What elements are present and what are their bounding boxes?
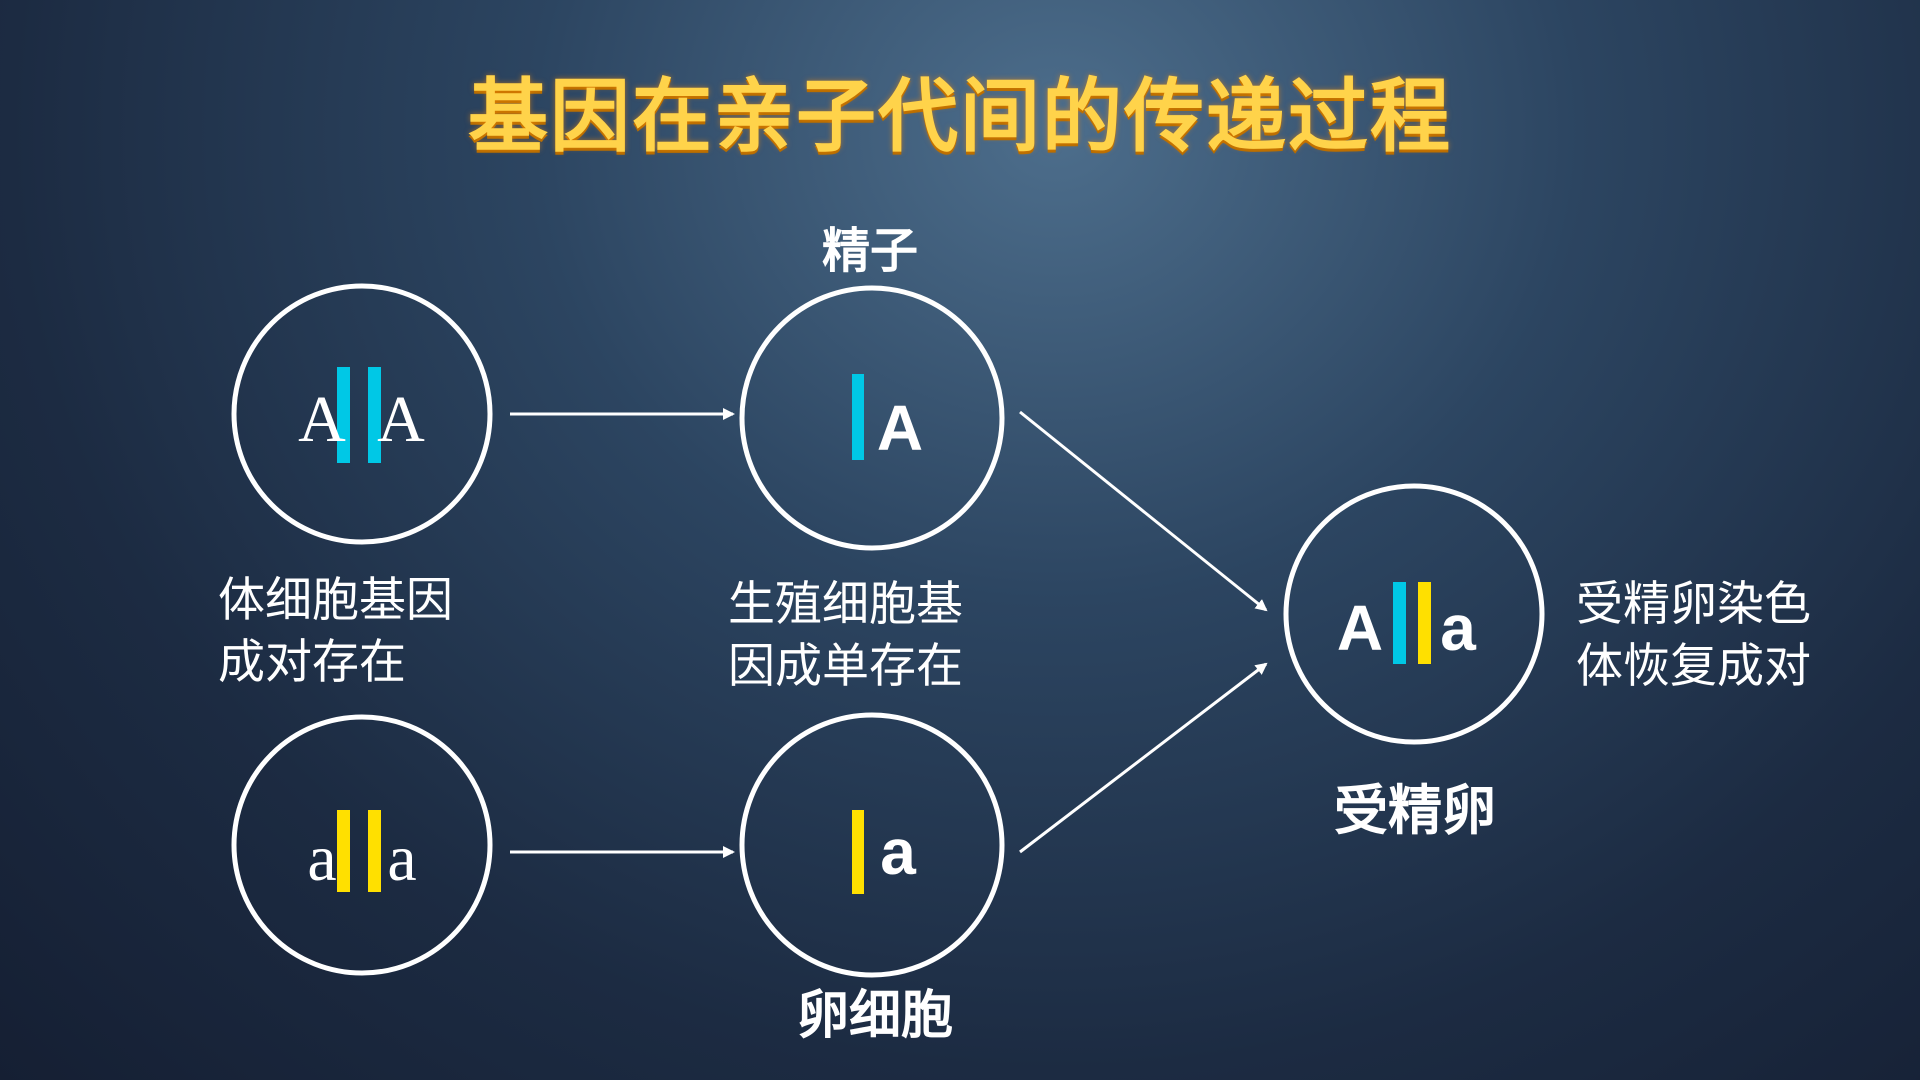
zygote-label: 受精卵: [1300, 780, 1530, 842]
zygote-description: 受精卵染色 体恢复成对: [1576, 574, 1811, 698]
zygote-description-line: 体恢复成对: [1576, 639, 1811, 694]
somatic-description-line: 体细胞基因: [218, 573, 453, 628]
chromosome-bar-yellow: [852, 810, 864, 894]
cell-membrane: [739, 712, 1005, 978]
allele-label: a: [307, 822, 336, 895]
page-title: 基因在亲子代间的传递过程: [468, 70, 1452, 163]
sperm-label: 精子: [790, 220, 950, 282]
chromosome-bar-yellow: [368, 810, 381, 892]
allele-label: a: [880, 816, 916, 888]
zygote-label-text: 受精卵: [1334, 779, 1496, 842]
somatic-description-line: 成对存在: [218, 635, 406, 690]
allele-label: A: [377, 383, 425, 456]
chromosome-bar-blue: [1393, 582, 1406, 664]
cell-membrane: [739, 285, 1005, 551]
allele-label: A: [298, 383, 346, 456]
cell-membrane: [231, 714, 493, 976]
cell-membrane: [1283, 483, 1545, 745]
cell-membrane: [231, 283, 493, 545]
allele-label: A: [1337, 592, 1383, 664]
zygote-description-line: 受精卵染色: [1576, 577, 1811, 632]
egg-cell-label: 卵细胞: [770, 985, 980, 1047]
germ-cell-description: 生殖细胞基 因成单存在: [728, 574, 963, 698]
sperm-cell: A: [739, 285, 1005, 551]
egg-cell-label-text: 卵细胞: [796, 986, 953, 1046]
chromosome-bar-blue: [337, 367, 350, 463]
sperm-label-text: 精子: [821, 223, 918, 279]
parent-cell-aa: a a: [231, 714, 493, 976]
allele-label: a: [1440, 592, 1476, 664]
chromosome-bar-blue: [852, 374, 864, 460]
chromosome-bar-yellow: [1418, 582, 1431, 664]
allele-label: A: [877, 392, 923, 464]
germ-description-line: 因成单存在: [728, 639, 963, 694]
zygote-cell: A a: [1283, 483, 1545, 745]
chromosome-bar-blue: [368, 367, 381, 463]
arrow-sperm-to-zygote: [1019, 410, 1268, 612]
egg-cell: a: [739, 712, 1005, 978]
germ-description-line: 生殖细胞基: [728, 577, 963, 632]
parent-cell-AA: A A: [231, 283, 493, 545]
chromosome-bar-yellow: [337, 810, 350, 892]
allele-label: a: [387, 822, 416, 895]
arrow-egg-to-zygote: [1019, 662, 1268, 854]
somatic-cell-description: 体细胞基因 成对存在: [218, 570, 453, 694]
